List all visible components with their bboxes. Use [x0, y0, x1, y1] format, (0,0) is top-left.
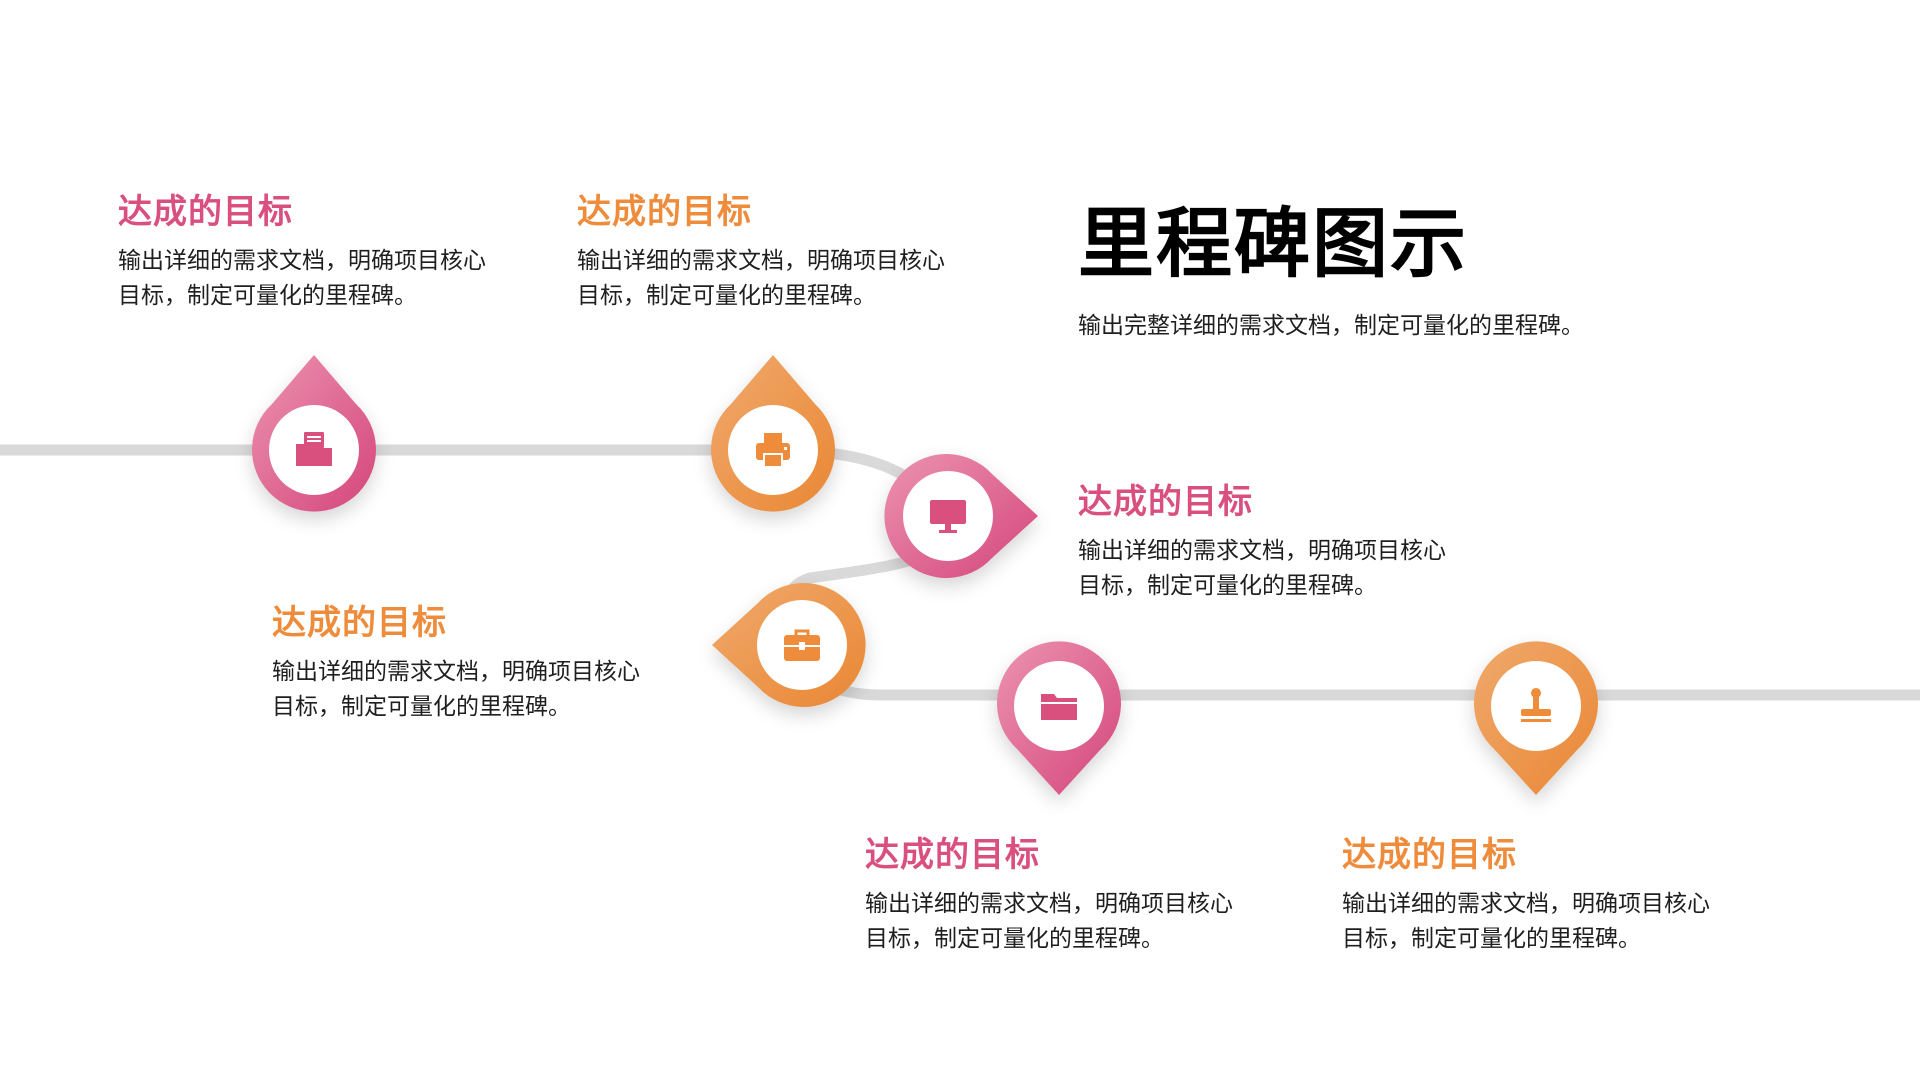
milestone-description: 输出详细的需求文档，明确项目核心 目标，制定可量化的里程碑。 [1342, 887, 1710, 957]
milestone-title: 达成的目标 [1078, 482, 1253, 522]
milestone-title: 达成的目标 [1342, 835, 1517, 875]
milestone-description: 输出详细的需求文档，明确项目核心 目标，制定可量化的里程碑。 [1078, 534, 1446, 604]
heading-area: 里程碑图示 输出完整详细的需求文档，制定可量化的里程碑。 [1078, 196, 1584, 340]
milestone-block-1: 达成的目标 输出详细的需求文档，明确项目核心 目标，制定可量化的里程碑。 [118, 190, 486, 314]
milestone-description: 输出详细的需求文档，明确项目核心 目标，制定可量化的里程碑。 [865, 887, 1233, 957]
milestone-description-line-2: 目标，制定可量化的里程碑。 [1078, 573, 1377, 599]
milestone-description-line-2: 目标，制定可量化的里程碑。 [118, 283, 417, 309]
stamp-icon [1512, 682, 1560, 730]
milestone-description-line-2: 目标，制定可量化的里程碑。 [272, 694, 571, 720]
milestone-description-line-1: 输出详细的需求文档，明确项目核心 [577, 248, 945, 274]
milestone-block-5: 达成的目标 输出详细的需求文档，明确项目核心 目标，制定可量化的里程碑。 [865, 833, 1233, 957]
briefcase-icon [778, 621, 826, 669]
milestone-title: 达成的目标 [865, 835, 1040, 875]
milestone-description-line-2: 目标，制定可量化的里程碑。 [865, 926, 1164, 952]
milestone-description-line-1: 输出详细的需求文档，明确项目核心 [272, 659, 640, 685]
page-subtitle: 输出完整详细的需求文档，制定可量化的里程碑。 [1078, 313, 1584, 339]
milestone-description-line-2: 目标，制定可量化的里程碑。 [1342, 926, 1641, 952]
milestone-description-line-1: 输出详细的需求文档，明确项目核心 [1342, 891, 1710, 917]
milestone-block-6: 达成的目标 输出详细的需求文档，明确项目核心 目标，制定可量化的里程碑。 [1342, 833, 1710, 957]
milestone-title: 达成的目标 [118, 192, 293, 232]
milestone-description-line-2: 目标，制定可量化的里程碑。 [577, 283, 876, 309]
document-folder-icon [290, 426, 338, 474]
milestone-description-line-1: 输出详细的需求文档，明确项目核心 [118, 248, 486, 274]
milestone-description-line-1: 输出详细的需求文档，明确项目核心 [865, 891, 1233, 917]
milestone-block-2: 达成的目标 输出详细的需求文档，明确项目核心 目标，制定可量化的里程碑。 [577, 190, 945, 314]
page-title: 里程碑图示 [1078, 199, 1468, 288]
milestone-description: 输出详细的需求文档，明确项目核心 目标，制定可量化的里程碑。 [118, 244, 486, 314]
milestone-block-3: 达成的目标 输出详细的需求文档，明确项目核心 目标，制定可量化的里程碑。 [1078, 480, 1446, 604]
milestone-title: 达成的目标 [272, 603, 447, 643]
milestone-block-4: 达成的目标 输出详细的需求文档，明确项目核心 目标，制定可量化的里程碑。 [272, 601, 640, 725]
milestone-title: 达成的目标 [577, 192, 752, 232]
folder-icon [1035, 682, 1083, 730]
monitor-icon [924, 492, 972, 540]
milestone-description: 输出详细的需求文档，明确项目核心 目标，制定可量化的里程碑。 [577, 244, 945, 314]
milestone-description-line-1: 输出详细的需求文档，明确项目核心 [1078, 538, 1446, 564]
milestone-description: 输出详细的需求文档，明确项目核心 目标，制定可量化的里程碑。 [272, 655, 640, 725]
printer-icon [749, 426, 797, 474]
